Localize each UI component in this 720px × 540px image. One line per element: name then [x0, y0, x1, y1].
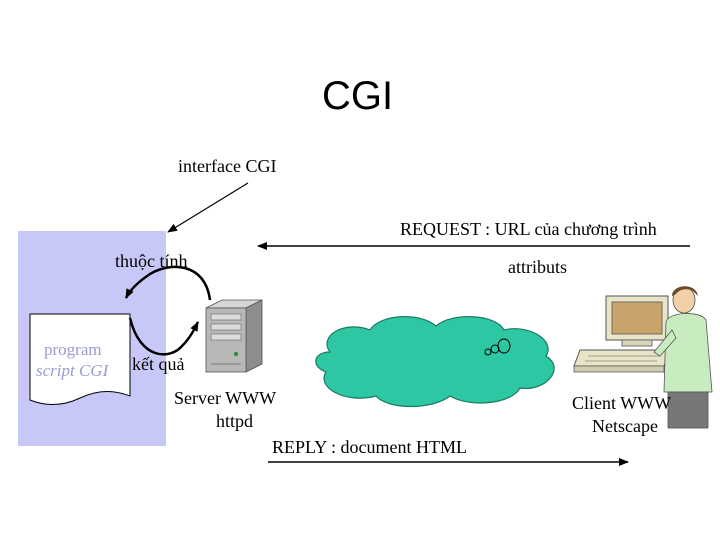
client-label-line2: Netscape [592, 416, 658, 436]
interface-arrow [167, 182, 249, 233]
server-label-line1: Server WWW [174, 388, 277, 408]
script-cgi-label: script CGI [36, 361, 109, 380]
page-title: CGI [322, 74, 394, 118]
reply-label: REPLY : document HTML [272, 437, 468, 457]
server-label-line2: httpd [216, 411, 254, 431]
result-curve-arrow [128, 317, 200, 356]
client-label-line1: Client WWW [572, 393, 672, 413]
client-computer-icon [573, 295, 671, 373]
attributes-curve-arrow [124, 265, 212, 301]
program-label: program [44, 340, 102, 359]
person-icon [653, 286, 713, 429]
ket-qua-label: kết quả [132, 354, 185, 374]
interface-cgi-label: interface CGI [178, 156, 277, 176]
thuoc-tinh-label: thuộc tính [115, 251, 188, 271]
document-icon [29, 313, 131, 405]
server-icon [205, 299, 263, 373]
request-label: REQUEST : URL của chương trình [400, 219, 657, 239]
cloud-icon [315, 316, 555, 408]
attributs-label: attributs [508, 257, 567, 277]
